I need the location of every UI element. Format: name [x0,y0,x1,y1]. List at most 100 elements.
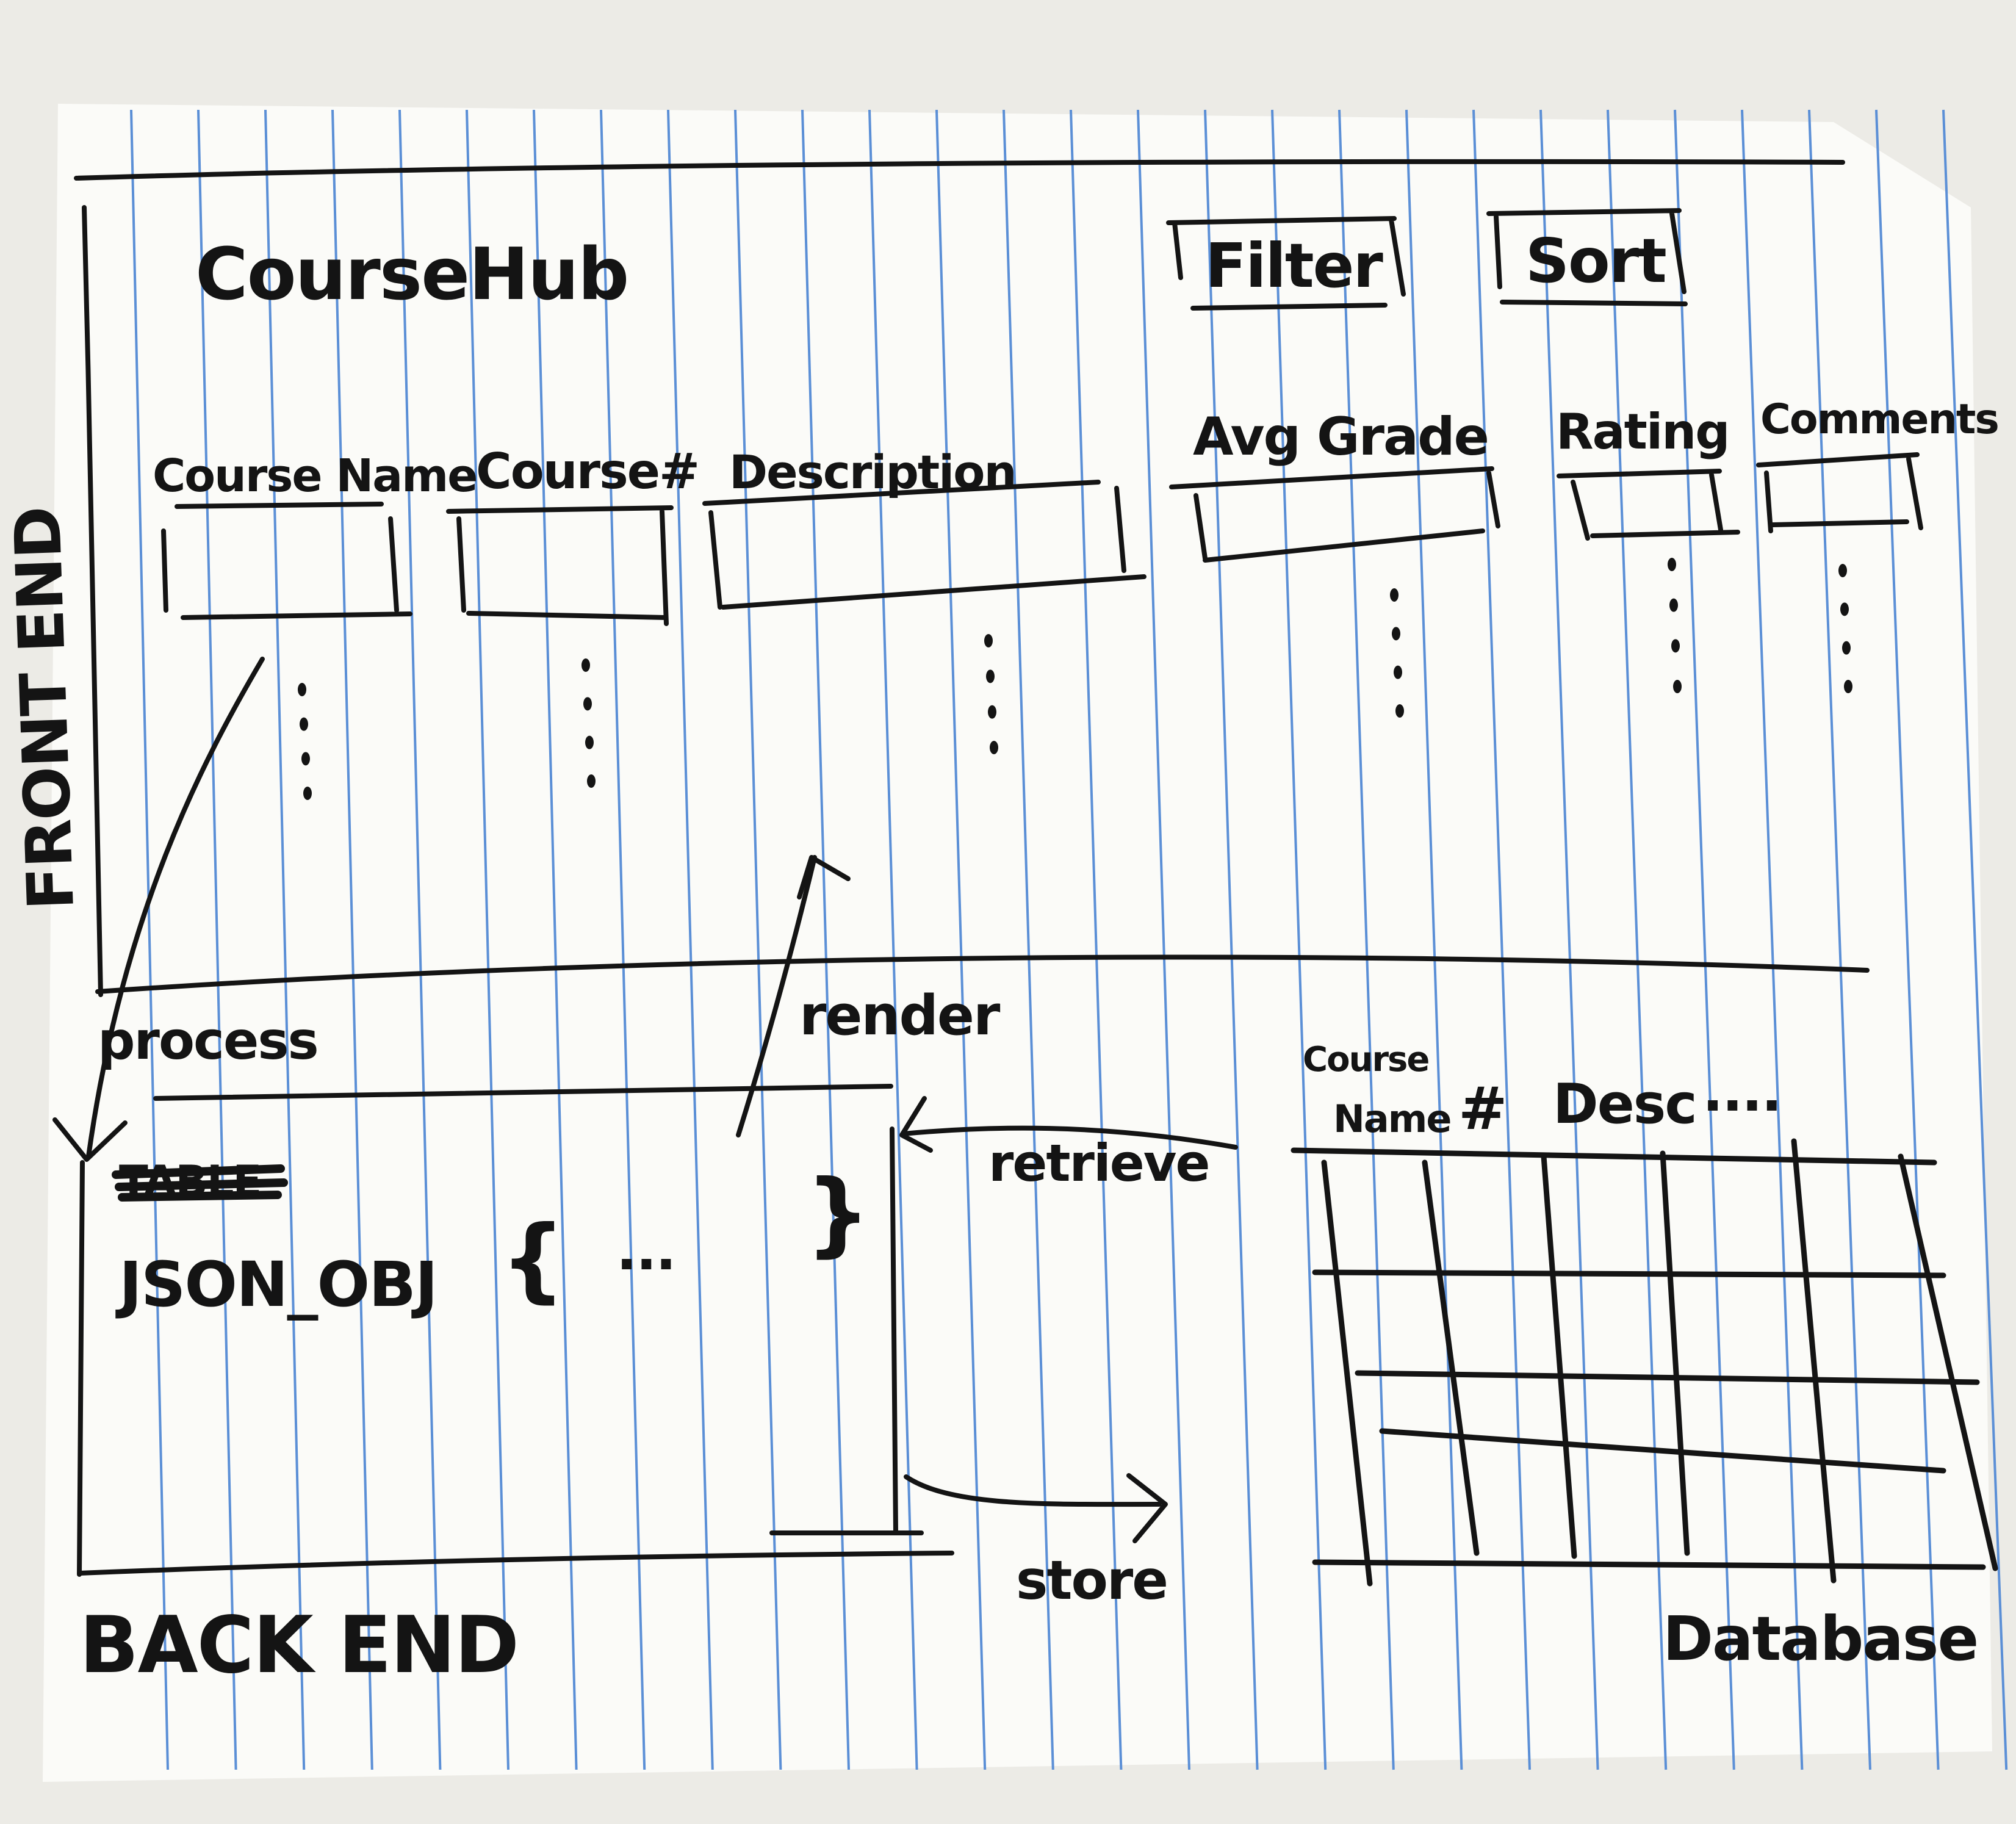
db-header-number: # [1458,1075,1506,1143]
ruled-line [1875,109,1940,1770]
continuation-dot [301,752,310,766]
paper-sheet [43,104,1992,1782]
continuation-dot [298,683,306,696]
continuation-dot [1671,639,1680,653]
ruled-line [130,109,169,1770]
backend-bottom-line [77,1551,954,1576]
ruled-line [466,109,509,1770]
continuation-dot [1392,627,1400,641]
ruled-line [1338,109,1395,1770]
column-header-course-number: Course# [476,443,699,500]
ruled-line [1204,109,1259,1770]
render-arrow [736,855,817,1137]
filter-button[interactable]: Filter [1166,216,1406,311]
continuation-dot [990,741,998,754]
ruled-line [533,109,578,1770]
ruled-line [1674,109,1735,1770]
ruled-line [1137,109,1190,1770]
continuation-dot [1842,641,1851,655]
ruled-line [1271,109,1327,1770]
ruled-line [331,109,373,1770]
db-header-course: Course [1303,1040,1428,1080]
database-label: Database [1663,1603,1978,1674]
ruled-line [935,109,987,1770]
db-header-desc: Desc [1553,1072,1696,1136]
continuation-dot [581,658,590,672]
ruled-line [1607,109,1668,1770]
continuation-dot [1673,680,1682,693]
continuation-dot [988,705,996,719]
sort-button[interactable]: Sort [1486,208,1688,306]
sort-button-label: Sort [1525,225,1666,297]
continuation-dot [303,787,312,800]
continuation-dot [986,669,995,683]
ruled-line [1405,109,1463,1770]
ruled-line [1539,109,1599,1770]
strike-scribble [112,1164,288,1202]
ruled-line [1942,109,2008,1770]
process-arrow [86,657,265,1159]
json-open-brace: { [500,1206,564,1313]
backend-top-line [153,1084,893,1101]
db-header-name: Name [1333,1097,1450,1141]
ruled-line [868,109,918,1770]
database-table [1291,1138,1998,1587]
continuation-dot [587,774,596,788]
description-field[interactable] [702,480,1147,610]
column-header-course-name: Course Name [153,450,477,502]
ruled-line [1070,109,1123,1770]
front-back-divider [95,954,1870,994]
filter-button-label: Filter [1205,230,1383,301]
continuation-dot [585,735,594,749]
backend-left-line [77,1160,85,1577]
continuation-dot [583,697,592,711]
db-header-more: .... [1702,1060,1781,1124]
row-continuation-dots [298,558,1852,800]
ruled-line [734,109,782,1770]
store-label: store [1016,1549,1167,1612]
continuation-dot [984,634,993,647]
json-object-label: JSON_OBJ [115,1249,437,1321]
ruled-line [801,109,850,1770]
column-header-comments: Comments [1760,395,1998,444]
continuation-dot [1390,588,1399,602]
process-label: process [98,1011,318,1072]
continuation-dot [1668,558,1676,571]
render-label: render [799,984,1001,1048]
continuation-dot [1838,564,1847,577]
retrieve-label: retrieve [988,1133,1209,1193]
ruled-line [667,109,714,1770]
ruled-line [197,109,237,1770]
front-end-label: FRONT END [0,506,88,911]
json-ellipsis: ... [616,1219,675,1283]
comments-field[interactable] [1756,452,1923,533]
ruled-line [1472,109,1531,1770]
render-arrow-head [797,855,851,899]
ruled-line [1003,109,1054,1770]
continuation-dot [1394,665,1402,679]
course-number-field[interactable] [446,505,674,626]
continuation-dot [1669,598,1678,612]
store-arrow [904,1474,1162,1507]
retrieve-arrow [901,1125,1238,1150]
front-end-boundary [82,205,103,997]
ruled-line [264,109,306,1770]
back-end-label: BACK END [79,1600,518,1691]
ruled-line [600,109,646,1770]
rating-field[interactable] [1557,469,1740,541]
continuation-dot [300,717,308,731]
continuation-dot [1840,602,1849,616]
store-arrow-head [1126,1473,1168,1543]
app-title: CourseHub [195,232,628,316]
ruled-line [1808,109,1871,1770]
ruled-lines [130,109,2008,1770]
ruled-line [1741,109,1804,1770]
column-header-rating: Rating [1556,403,1729,460]
course-name-field[interactable] [161,502,412,620]
ruled-line [398,109,442,1770]
column-header-avg-grade: Avg Grade [1193,406,1488,467]
retrieve-arrow-head [899,1096,933,1153]
avg-grade-field[interactable] [1169,466,1500,563]
top-border-line [74,159,1845,181]
